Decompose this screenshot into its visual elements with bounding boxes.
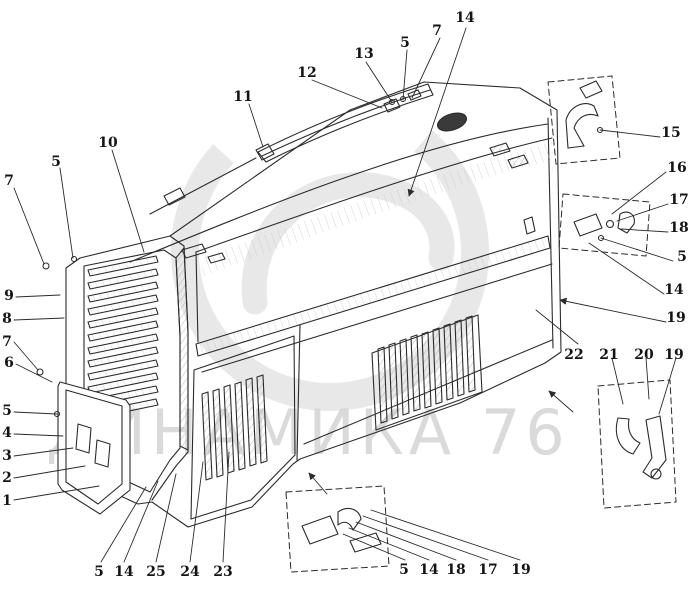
side-trim-strip bbox=[195, 235, 551, 357]
detail-box-hinge-top bbox=[547, 75, 621, 165]
cowl-hinge bbox=[383, 98, 401, 113]
front-louver-panel bbox=[190, 335, 296, 520]
side-latch-plate bbox=[523, 216, 536, 235]
shading-band bbox=[200, 142, 552, 276]
front-apron-panel bbox=[57, 381, 131, 515]
side-louver-panel bbox=[371, 314, 483, 431]
detail-box-hook-bottom-right bbox=[597, 379, 677, 509]
hood-top-panel bbox=[129, 112, 553, 343]
side-louvers bbox=[377, 315, 476, 424]
front-louvers bbox=[201, 374, 268, 481]
air-intake-hole bbox=[436, 112, 468, 132]
grille-slats bbox=[87, 255, 159, 420]
lamp-opening bbox=[94, 439, 111, 468]
leader-lines bbox=[13, 27, 677, 563]
top-vent bbox=[507, 154, 529, 169]
top-vent bbox=[489, 142, 511, 157]
detail-box-latch-right bbox=[558, 193, 651, 257]
lamp-opening bbox=[75, 423, 92, 454]
hood-handle bbox=[207, 252, 226, 264]
